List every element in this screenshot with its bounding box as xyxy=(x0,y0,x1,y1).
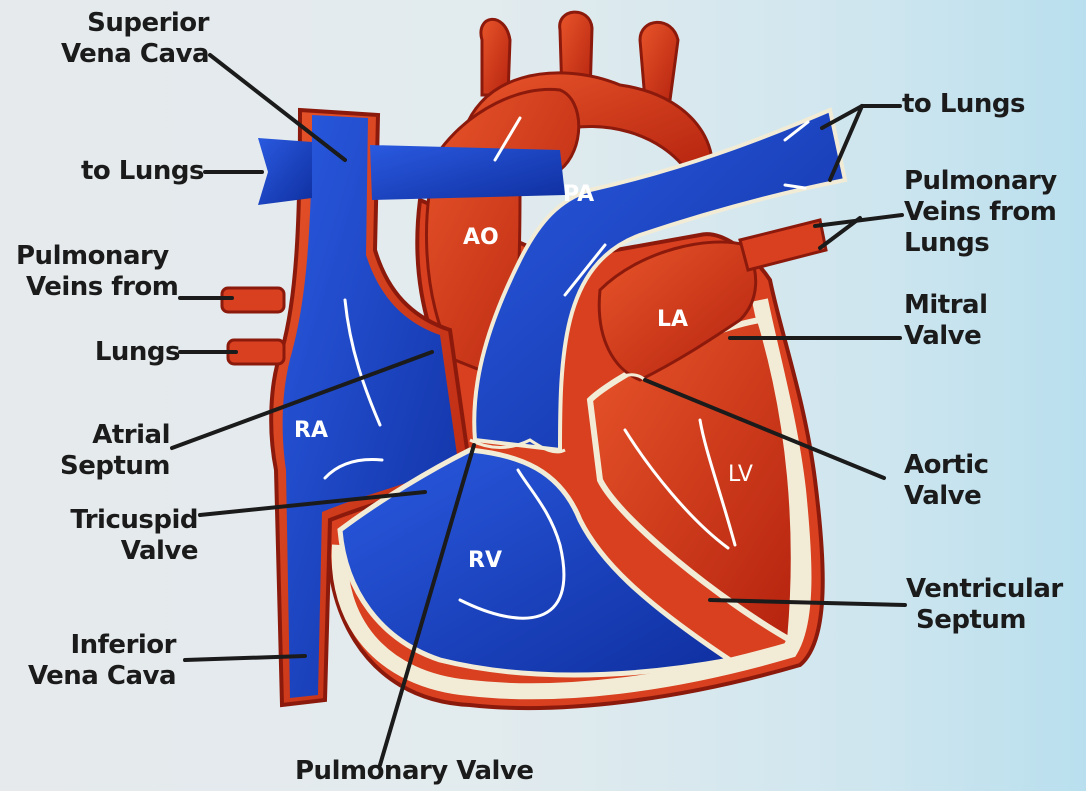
label-tricuspid-valve: Tricuspid Valve xyxy=(70,505,198,567)
label-pulmonary-valve: Pulmonary Valve xyxy=(295,756,534,787)
aortic-branch xyxy=(640,22,678,100)
label-ventricular-septum: Ventricular Septum xyxy=(906,574,1063,636)
label-line: Aortic xyxy=(904,450,989,481)
chamber-label-lv: LV xyxy=(728,462,753,487)
label-mitral-valve: Mitral Valve xyxy=(904,290,988,352)
label-lungs-left: Lungs xyxy=(95,337,180,368)
pulmonary-vein-right xyxy=(740,220,826,270)
label-line: Septum xyxy=(60,451,170,482)
label-line: Mitral xyxy=(904,290,988,321)
label-line: Veins from xyxy=(16,272,178,303)
chamber-label-ra: RA xyxy=(294,418,328,443)
label-line: Valve xyxy=(904,481,989,512)
pulmonary-artery-left-stub xyxy=(258,138,312,205)
label-superior-vena-cava: Superior Vena Cava xyxy=(61,8,209,70)
label-line: Superior xyxy=(61,8,209,39)
pulmonary-artery-left-branch xyxy=(370,145,565,200)
label-atrial-septum: Atrial Septum xyxy=(60,420,170,482)
label-line: Veins from xyxy=(904,197,1057,228)
label-pulmonary-veins-right: Pulmonary Veins from Lungs xyxy=(904,166,1057,259)
chamber-label-rv: RV xyxy=(468,548,502,573)
label-line: Vena Cava xyxy=(28,661,176,692)
chamber-label-pa: PA xyxy=(563,182,594,207)
label-line: Valve xyxy=(70,536,198,567)
label-line: Ventricular xyxy=(906,574,1063,605)
label-line: Lungs xyxy=(904,228,1057,259)
label-line: Tricuspid xyxy=(70,505,198,536)
label-pulmonary-veins-left: Pulmonary Veins from xyxy=(16,241,178,303)
label-line: Pulmonary xyxy=(16,241,178,272)
label-line: Valve xyxy=(904,321,988,352)
chamber-label-ao: AO xyxy=(463,225,499,250)
label-inferior-vena-cava: Inferior Vena Cava xyxy=(28,630,176,692)
label-line: Pulmonary xyxy=(904,166,1057,197)
label-line: Septum xyxy=(906,605,1063,636)
label-line: Inferior xyxy=(28,630,176,661)
label-aortic-valve: Aortic Valve xyxy=(904,450,989,512)
label-to-lungs-left: to Lungs xyxy=(81,156,204,187)
label-line: Atrial xyxy=(60,420,170,451)
label-line: Vena Cava xyxy=(61,39,209,70)
label-to-lungs-right: to Lungs xyxy=(902,89,1025,120)
chamber-label-la: LA xyxy=(657,307,688,332)
